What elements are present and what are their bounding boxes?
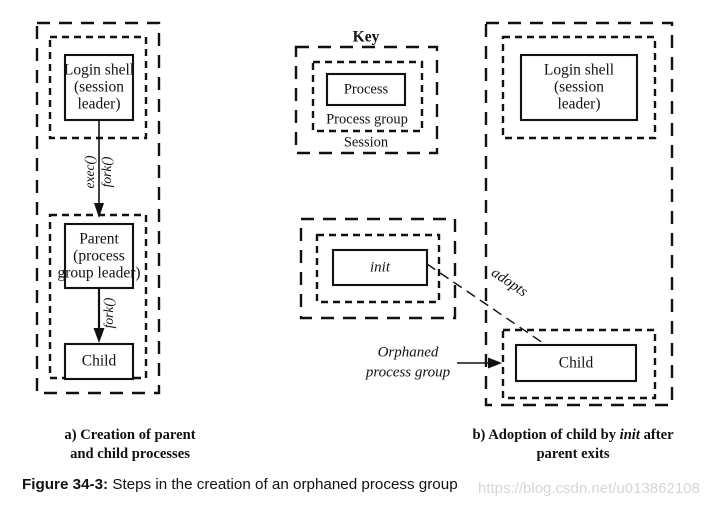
panel-a-login-shell-label-line2: (session (74, 79, 124, 96)
panel-a-fork-arrow-head (93, 328, 105, 343)
panel-b-init-box (331, 248, 429, 287)
panel-a-login-shell-process-group-box (48, 35, 148, 140)
panel-a-login-shell-label-line3: leader) (77, 96, 120, 113)
panel-b-child-box (514, 343, 638, 383)
figure-caption: Figure 34-3: Steps in the creation of an… (22, 476, 642, 493)
panel-b-orphaned-label-line2: process group (365, 364, 451, 380)
panel-b-session-box (484, 21, 674, 407)
key-session-box (294, 45, 439, 155)
panel-b-orphaned-label-line1: Orphaned (378, 344, 439, 360)
panel-b-login-shell-label-line2: (session (554, 79, 604, 96)
panel-a-fork-label-1: fork() (99, 156, 114, 187)
key-process-label: Process (344, 81, 389, 97)
panel-b-orphaned-pointer-arrow-head (488, 357, 502, 369)
panel-a-session-box (35, 21, 161, 395)
panel-b-caption-part1: b) Adoption of child by (472, 427, 620, 443)
panel-a-caption-line1: a) Creation of parent (64, 427, 196, 443)
panel-b-caption-line1: b) Adoption of child by init after (428, 426, 718, 445)
panel-b-adopts-label: adopts (488, 265, 530, 301)
panel-b-group: Login shell (session leader) Child adopt… (365, 21, 674, 407)
figure-number: Figure 34-3: (22, 476, 109, 493)
panel-b-login-shell-label-line1: Login shell (544, 62, 614, 79)
key-title: Key (353, 29, 380, 46)
panel-b-init-group: init (299, 217, 457, 320)
figure-caption-text: Steps in the creation of an orphaned pro… (108, 476, 458, 493)
panel-b-login-shell-label-line3: leader) (557, 96, 600, 113)
panel-b-caption-part2: after (639, 427, 674, 443)
panel-b-login-shell-box (519, 53, 639, 122)
panel-a-fork-label-2: fork() (101, 297, 116, 328)
panel-b-init-label: init (370, 259, 391, 275)
panel-b-orphaned-process-group-box (501, 328, 657, 400)
panel-b-init-process-group-box (315, 233, 441, 304)
panel-b-login-shell-process-group-box (501, 35, 657, 140)
panel-b-init-session-box (299, 217, 457, 320)
panel-b-caption: b) Adoption of child by init after paren… (428, 426, 718, 464)
key-process-group-label: Process group (326, 111, 408, 127)
key-legend-group: Key Process Process group Session (294, 29, 439, 155)
panel-a-parent-label-line3: group leader) (57, 265, 140, 282)
key-session-label: Session (344, 134, 389, 150)
panel-b-child-label: Child (559, 355, 594, 372)
panel-a-fork-exec-arrow-head (94, 203, 104, 218)
panel-a-group: Login shell (session leader) exec() fork… (35, 21, 161, 395)
panel-a-caption-line2: and child processes (70, 446, 190, 462)
key-process-box (325, 72, 407, 107)
key-process-group-box (311, 60, 424, 133)
panel-a-child-label: Child (82, 353, 117, 370)
panel-b-adopts-line (426, 263, 547, 346)
panel-a-login-shell-box (63, 53, 135, 122)
panel-a-child-box (63, 342, 135, 381)
panel-a-parent-label-line1: Parent (79, 231, 119, 248)
panel-a-login-shell-label-line1: Login shell (64, 62, 134, 79)
watermark-text: https://blog.csdn.net/u013862108 (478, 480, 700, 497)
panel-a-exec-label: exec() (82, 155, 97, 188)
panel-a-parent-label-line2: (process (73, 248, 125, 265)
panel-b-caption-line2: parent exits (536, 446, 610, 462)
panel-b-caption-init: init (619, 427, 640, 443)
panel-a-caption: a) Creation of parent and child processe… (18, 426, 242, 464)
